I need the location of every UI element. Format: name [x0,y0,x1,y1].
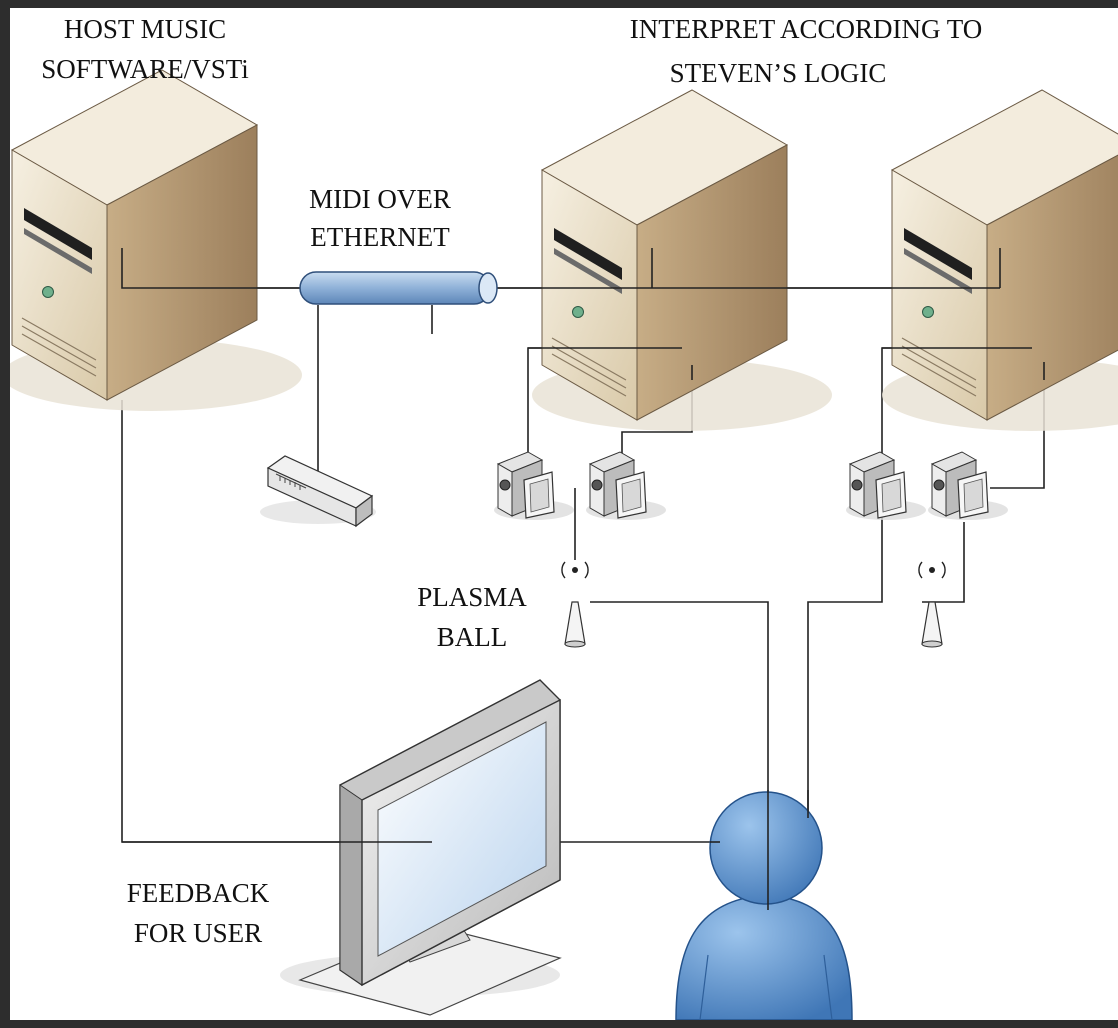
diagram-canvas: HOST MUSIC SOFTWARE/VSTi MIDI OVER ETHER… [10,8,1118,1020]
camera-1-icon [493,451,575,521]
interpret-label-line1: INTERPRET ACCORDING TO [630,14,983,44]
camera-2-icon [585,451,667,521]
user-person-icon [675,791,853,1020]
plasma-label-line1: PLASMA [417,582,527,612]
host-music-label-line1: HOST MUSIC [64,14,226,44]
feedback-label-line2: FOR USER [134,918,262,948]
plasma-ball-antenna-2-icon [918,561,946,648]
host-server-tower-icon [10,69,303,412]
interpreter-server-tower-icon [531,89,833,432]
midi-label-line1: MIDI OVER [309,184,451,214]
tower-wire-overlays [121,248,1045,380]
monitor-icon [280,679,562,1016]
camera-3-icon [845,451,927,521]
midi-label-line2: ETHERNET [310,222,450,252]
network-switch-icon [260,455,376,528]
camera-4-icon [927,451,1009,521]
feedback-label-line1: FEEDBACK [127,878,270,908]
interpret-label-line2: STEVEN’S LOGIC [670,58,887,88]
plasma-ball-antenna-icon [561,561,589,648]
plasma-label-line2: BALL [437,622,508,652]
host-music-label-line2: SOFTWARE/VSTi [41,54,249,84]
person-wire-overlays [710,790,809,910]
midi-ethernet-pipe-icon [299,271,498,305]
